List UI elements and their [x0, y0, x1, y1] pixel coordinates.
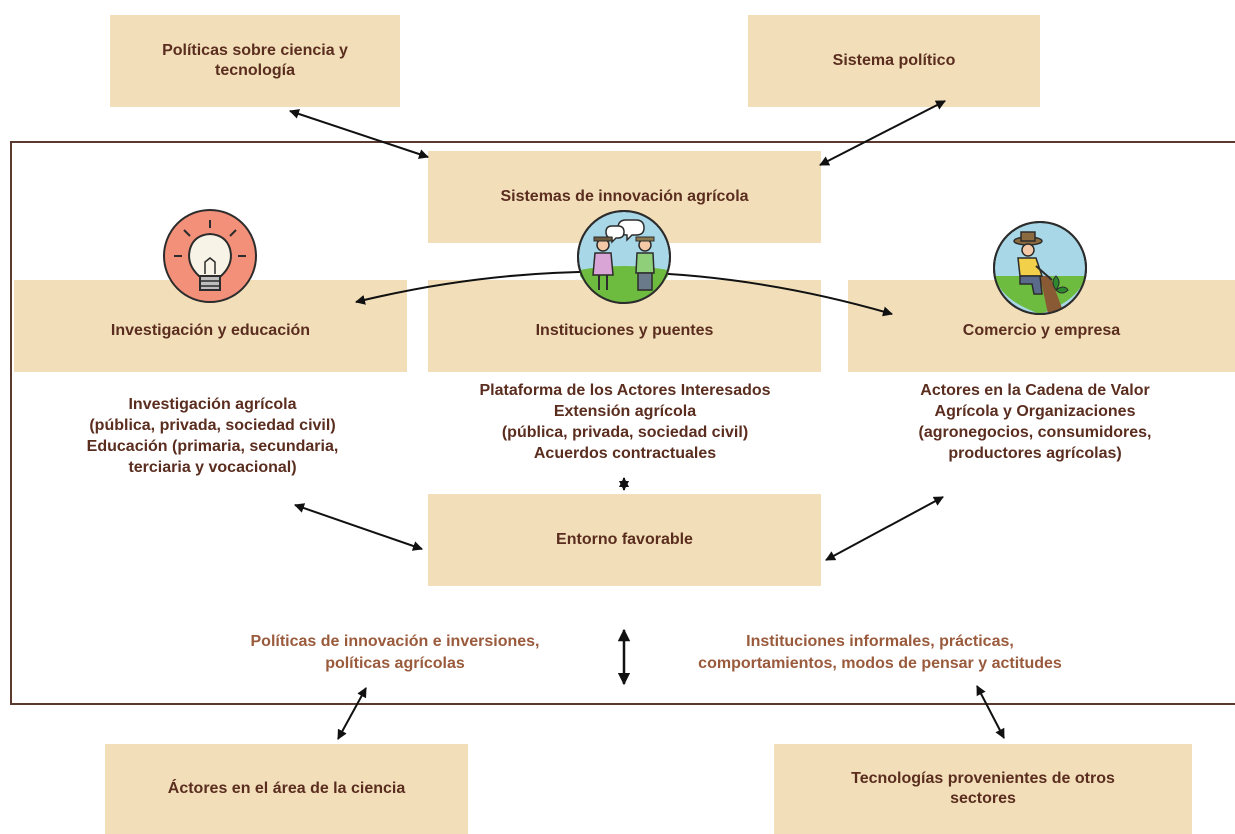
box-institutions-bridges-label: Instituciones y puentes	[535, 322, 714, 339]
arrow-science-policy-to-innovation	[289, 109, 429, 159]
box-technologies-other-sectors-label: Tecnologías provenientes de otros sector…	[851, 770, 1115, 807]
box-trade-enterprise-label: Comercio y empresa	[962, 322, 1121, 339]
box-research-education-label: Investigación y educación	[110, 322, 311, 339]
box-technologies-other-sectors: Tecnologías provenientes de otros sector…	[774, 744, 1192, 834]
arrow-policy-to-science-actors	[337, 687, 367, 740]
institutions-bridges-details: Plataforma de los Actores Interesados Ex…	[479, 382, 771, 463]
informal-institutions-note: Instituciones informales, prácticas, com…	[698, 633, 1062, 673]
arrow-informal-to-technologies	[976, 685, 1005, 739]
box-political-system: Sistema político	[748, 15, 1040, 107]
lightbulb-icon	[163, 209, 257, 303]
box-science-policy: Políticas sobre ciencia y tecnología	[110, 15, 400, 107]
box-enabling-environment-label: Entorno favorable	[556, 531, 693, 548]
farmer-planting-icon	[993, 221, 1087, 315]
arrow-trade-to-enabling	[825, 496, 944, 561]
arrow-research-to-enabling	[294, 503, 423, 551]
box-agri-innovation-systems-label: Sistemas de innovación agrícola	[500, 188, 749, 205]
box-political-system-label: Sistema político	[832, 52, 956, 69]
people-talking-icon	[577, 210, 671, 304]
box-science-policy-label: Políticas sobre ciencia y tecnología	[162, 42, 348, 79]
innovation-system-frame	[10, 141, 1235, 705]
trade-enterprise-details: Actores en la Cadena de Valor Agrícola y…	[918, 382, 1152, 463]
innovation-policy-note: Políticas de innovación e inversiones, p…	[250, 633, 540, 673]
box-science-actors-label: Áctores en el área de la ciencia	[167, 780, 406, 797]
box-enabling-environment: Entorno favorable	[428, 494, 821, 586]
box-science-actors: Áctores en el área de la ciencia	[105, 744, 468, 834]
research-education-details: Investigación agrícola (pública, privada…	[86, 396, 339, 477]
arrow-political-system-to-innovation	[819, 100, 946, 166]
